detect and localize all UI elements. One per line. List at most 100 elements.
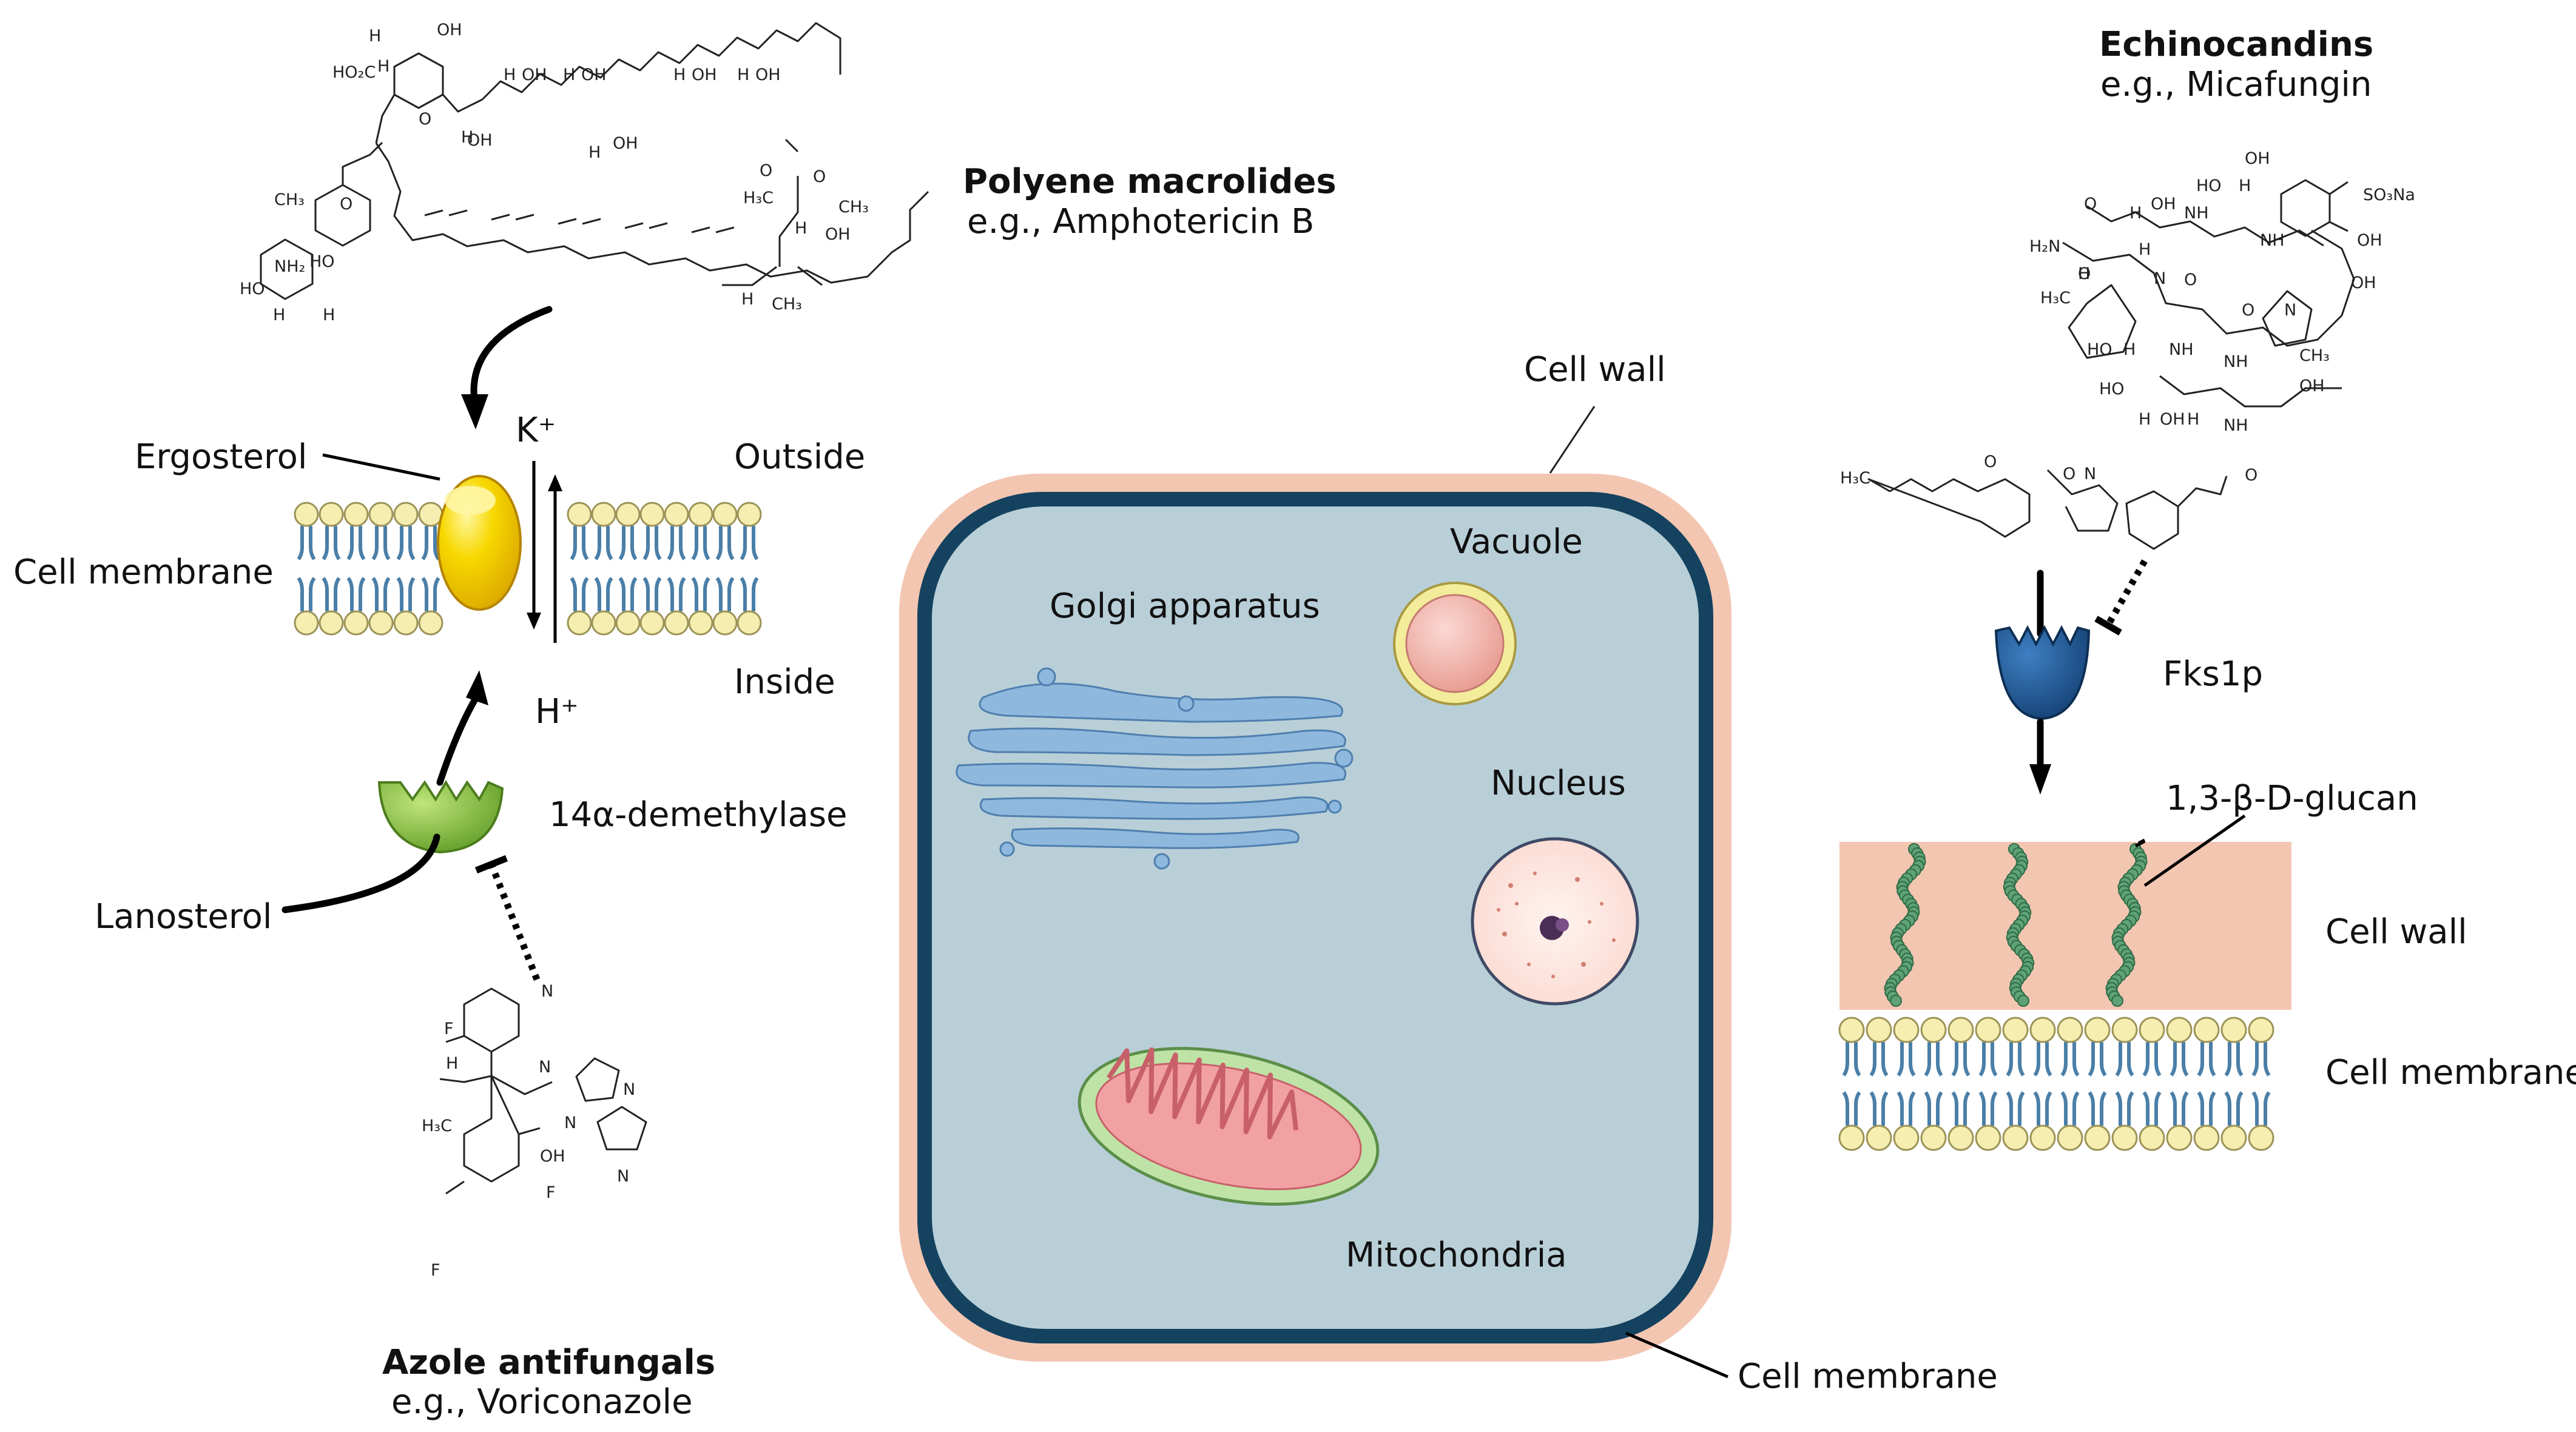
lanosterol-label: Lanosterol xyxy=(95,897,272,936)
lipid-tail xyxy=(2006,1091,2025,1126)
svg-text:H: H xyxy=(504,66,516,84)
lipid-head xyxy=(1866,1017,1892,1043)
lipid-tail xyxy=(1978,1042,1998,1077)
lipid-head xyxy=(712,502,738,527)
svg-text:NH: NH xyxy=(2260,231,2285,250)
svg-text:N: N xyxy=(2154,269,2166,288)
svg-text:O: O xyxy=(2245,466,2257,485)
lipid-tail xyxy=(297,526,316,560)
lipid-tail xyxy=(667,577,686,611)
echinocandin-panel: Echinocandins e.g., Micafungin OH HO H S… xyxy=(1838,25,2576,1151)
lipid-head xyxy=(343,502,369,527)
lipid-head xyxy=(737,502,762,527)
svg-text:OH: OH xyxy=(467,131,493,150)
svg-text:H₂N: H₂N xyxy=(2029,237,2060,256)
lipid-tail xyxy=(1897,1042,1916,1077)
svg-text:F: F xyxy=(444,1020,454,1038)
glucan-label: 1,3-β-D-glucan xyxy=(2166,779,2418,818)
lipid-head xyxy=(2166,1017,2193,1043)
lipid-head xyxy=(2057,1017,2083,1043)
cell-wall-label: Cell wall xyxy=(1524,350,1666,389)
vacuole-label: Vacuole xyxy=(1450,522,1583,562)
lipid-tail xyxy=(421,577,440,611)
svg-text:CH₃: CH₃ xyxy=(772,295,802,314)
lipid-tail xyxy=(2060,1042,2080,1077)
svg-text:OH: OH xyxy=(692,66,717,84)
lipid-head xyxy=(567,502,592,527)
svg-text:H: H xyxy=(741,290,754,309)
svg-text:H: H xyxy=(795,219,807,238)
lipid-tail xyxy=(371,577,391,611)
lipid-head xyxy=(319,502,344,527)
svg-text:HO: HO xyxy=(309,252,335,271)
lipid-tail xyxy=(421,526,440,560)
echinocandin-title: Echinocandins xyxy=(2099,25,2373,64)
fungal-cell: Cell wall Golgi apparatus Vacuole Nucleu… xyxy=(899,350,1998,1396)
glucan-unit xyxy=(2111,995,2123,1007)
svg-text:OH: OH xyxy=(581,66,607,84)
svg-text:NH₂: NH₂ xyxy=(274,257,305,276)
lipid-tail xyxy=(715,577,735,611)
svg-text:H: H xyxy=(737,66,749,84)
lipid-tail xyxy=(322,526,341,560)
lipid-bilayer-right xyxy=(1838,1017,2274,1151)
lipid-head xyxy=(567,610,592,636)
voriconazole-structure: N N F H H₃C OH N N N F F xyxy=(422,982,647,1280)
lipid-head xyxy=(1893,1017,1920,1043)
svg-text:H: H xyxy=(588,143,601,162)
lipid-head xyxy=(368,610,394,636)
lipid-tail xyxy=(2170,1091,2189,1126)
golgi-label: Golgi apparatus xyxy=(1050,587,1320,626)
lipid-tail xyxy=(691,577,710,611)
lipid-head xyxy=(664,610,689,636)
lipid-tail xyxy=(642,577,662,611)
svg-text:SO₃Na: SO₃Na xyxy=(2363,186,2415,204)
lipid-head xyxy=(1893,1124,1920,1151)
lipid-head xyxy=(2139,1017,2165,1043)
ergosterol-label: Ergosterol xyxy=(135,437,307,477)
lipid-tail xyxy=(1869,1091,1889,1126)
svg-text:HO: HO xyxy=(2087,340,2112,359)
demethylase-enzyme xyxy=(377,780,504,854)
lipid-head xyxy=(2220,1017,2247,1043)
vacuole xyxy=(1393,582,1517,705)
svg-text:OH: OH xyxy=(2357,231,2382,250)
lipid-tail xyxy=(618,577,638,611)
svg-text:H: H xyxy=(273,306,285,324)
lipid-head xyxy=(2111,1124,2138,1151)
left-cell-membrane-label: Cell membrane xyxy=(13,553,274,592)
lipid-tail xyxy=(322,577,341,611)
lipid-tail xyxy=(2197,1042,2216,1077)
lipid-head xyxy=(688,610,713,636)
golgi-apparatus xyxy=(956,667,1354,870)
cell-membrane-label: Cell membrane xyxy=(1738,1357,1998,1396)
svg-text:NH: NH xyxy=(2184,204,2209,223)
echinocandin-example: e.g., Micafungin xyxy=(2100,65,2372,104)
svg-text:O: O xyxy=(2078,264,2091,283)
micafungin-structure: OH HO H SO₃Na OH O H₂N O OH H NH H N O N… xyxy=(1840,149,2415,550)
lipid-tail xyxy=(2033,1091,2052,1126)
lipid-tail xyxy=(618,526,638,560)
lipid-bilayer-left xyxy=(294,502,762,636)
lipid-tail xyxy=(594,577,613,611)
binding-arrow xyxy=(470,306,553,404)
lipid-head xyxy=(664,502,689,527)
svg-text:O: O xyxy=(813,167,826,186)
svg-text:O: O xyxy=(2184,271,2197,289)
lipid-tail xyxy=(740,526,759,560)
lipid-tail xyxy=(297,577,316,611)
svg-text:H: H xyxy=(2123,340,2136,359)
lipid-tail xyxy=(570,577,589,611)
mitochondria-label: Mitochondria xyxy=(1346,1235,1567,1275)
svg-text:O: O xyxy=(760,161,772,180)
lipid-tail xyxy=(570,526,589,560)
polyene-panel: Polyene macrolides e.g., Amphotericin B … xyxy=(13,21,1337,731)
svg-text:O: O xyxy=(2063,465,2075,483)
lipid-tail xyxy=(1951,1091,1971,1126)
lipid-tail xyxy=(2197,1091,2216,1126)
right-cell-wall-label: Cell wall xyxy=(2325,912,2467,952)
polyene-title: Polyene macrolides xyxy=(963,162,1337,201)
svg-text:H: H xyxy=(461,128,473,147)
azole-panel: 14α-demethylase Lanosterol N N F H H₃C O… xyxy=(95,670,847,1422)
svg-text:H: H xyxy=(563,66,575,84)
